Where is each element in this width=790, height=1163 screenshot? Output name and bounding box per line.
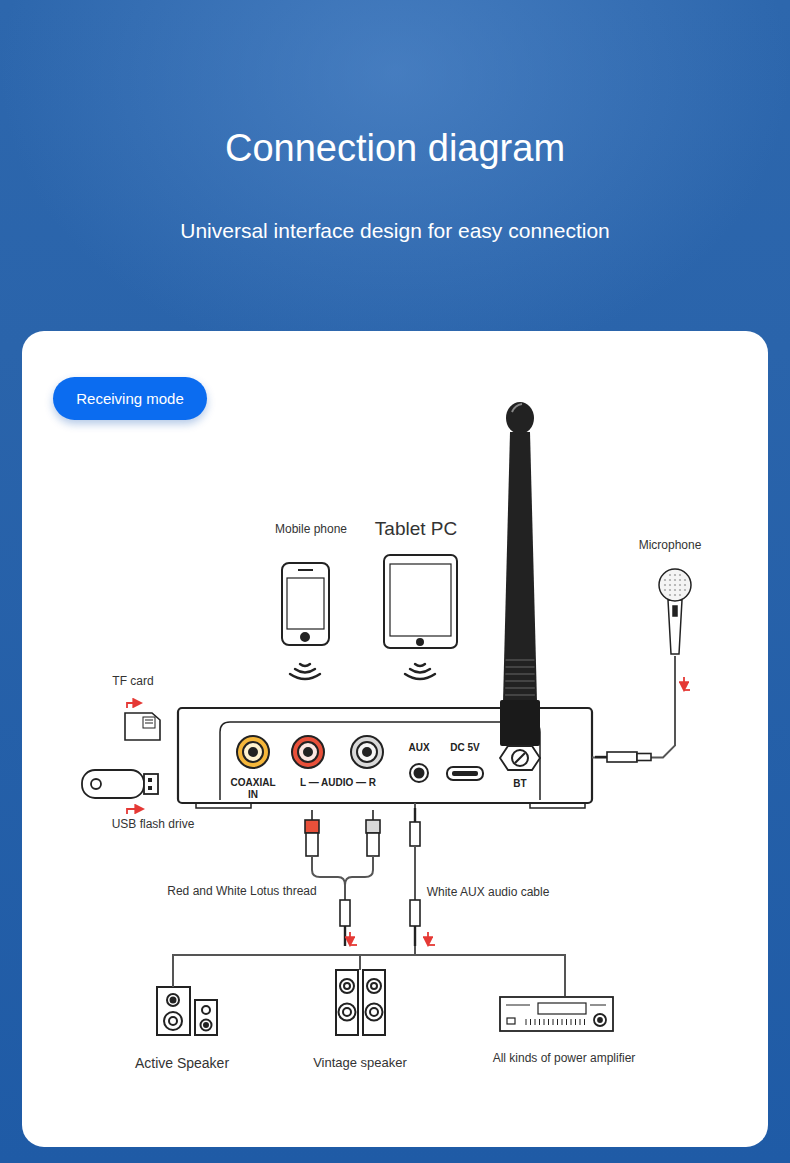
port-label: L — AUDIO — R xyxy=(300,777,376,789)
tablet-icon xyxy=(384,555,457,648)
device-label: USB flash drive xyxy=(112,818,195,832)
microphone-node: Microphone xyxy=(634,536,710,656)
cable-label: White AUX audio cable xyxy=(427,885,550,899)
port-label: DC 5V xyxy=(450,742,479,754)
port-label: COAXIAL IN xyxy=(227,777,279,800)
subtitle: Universal interface design for easy conn… xyxy=(180,218,610,243)
audio-left-port xyxy=(292,736,324,768)
cable-connector xyxy=(360,803,415,970)
device-label: Active Speaker xyxy=(135,1055,229,1071)
mode-label: Receiving mode xyxy=(76,390,184,407)
audio-right-port xyxy=(351,736,383,768)
active-speaker-icon xyxy=(157,987,217,1035)
port-label: AUX xyxy=(408,742,429,754)
receiver-box: COAXIAL IN L — AUDIO — R AUX DC 5V BT xyxy=(178,708,592,803)
amplifier-meter xyxy=(526,1019,585,1025)
device-label: Mobile phone xyxy=(275,523,347,537)
device-label: All kinds of power amplifier xyxy=(493,1052,636,1066)
device-label: Tablet PC xyxy=(375,518,457,540)
phone-node: Mobile phone xyxy=(268,520,350,650)
amplifier-node: All kinds of power amplifier xyxy=(480,996,650,1069)
usb-drive-icon xyxy=(82,770,158,798)
tablet-node: Tablet PC xyxy=(370,514,462,650)
mode-pill: Receiving mode xyxy=(53,377,207,420)
aux-cable xyxy=(410,808,420,946)
mic-jack-plug xyxy=(595,752,651,762)
white-panel xyxy=(22,331,768,1147)
port-label: BT xyxy=(513,778,526,790)
coaxial-port xyxy=(237,736,269,768)
usb-drive-node: USB flash drive xyxy=(80,768,200,835)
wireless-icon xyxy=(290,664,320,679)
microphone-icon xyxy=(659,569,691,654)
bt-antenna xyxy=(500,402,540,770)
cable-connector xyxy=(592,656,675,757)
active-speaker-node: Active Speaker xyxy=(130,987,234,1074)
wireless-icon xyxy=(405,664,435,679)
tf-card-node: TF card xyxy=(105,672,165,742)
cable-connector xyxy=(415,803,565,996)
phone-icon xyxy=(282,563,329,645)
page-title: Connection diagram xyxy=(0,126,790,172)
amplifier-icon xyxy=(500,997,613,1031)
cable-label: Red and White Lotus thread xyxy=(167,884,316,898)
device-label: TF card xyxy=(112,675,153,689)
vintage-speaker-node: Vintage speaker xyxy=(300,970,420,1073)
microphone-grille xyxy=(664,574,686,596)
vintage-speaker-icon xyxy=(336,970,385,1035)
direction-arrow xyxy=(127,677,690,945)
rca-cable xyxy=(305,810,380,946)
usb-c-port xyxy=(447,767,483,780)
device-label: Microphone xyxy=(639,539,702,553)
tf-card-icon xyxy=(125,713,160,740)
device-label: Vintage speaker xyxy=(313,1056,407,1071)
aux-port xyxy=(410,764,428,782)
